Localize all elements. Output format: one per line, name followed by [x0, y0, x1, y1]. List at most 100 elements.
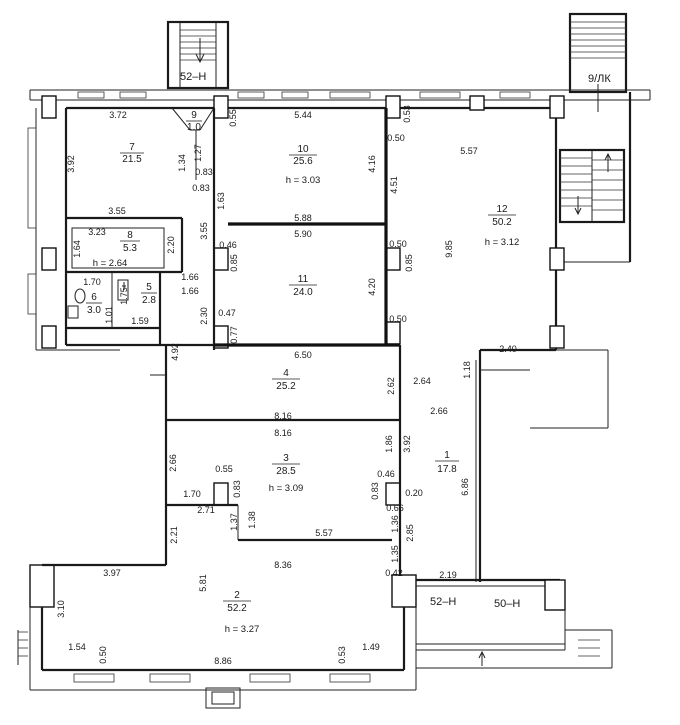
room-id: 10 — [297, 144, 309, 155]
room-10: 10 25.6 h = 3.03 — [286, 144, 321, 186]
dim: 0.77 — [229, 326, 239, 344]
room-6: 6 3.0 — [86, 292, 102, 316]
entrance-bottom — [416, 578, 613, 669]
room-id: 5 — [146, 282, 152, 293]
room-area: 5.3 — [123, 243, 137, 254]
dim: 5.88 — [294, 213, 312, 223]
room-2: 2 52.2 h = 3.27 — [223, 590, 259, 635]
dim: 0.85 — [404, 254, 414, 272]
dim: 6.86 — [460, 478, 470, 496]
dim: 5.57 — [460, 146, 478, 156]
dim: 2.20 — [166, 236, 176, 254]
stair-top — [166, 20, 230, 90]
room-5: 5 2.8 — [141, 282, 157, 306]
room-height: h = 3.03 — [286, 175, 321, 186]
dim: 3.23 — [88, 227, 106, 237]
dim: 1.54 — [68, 642, 86, 652]
dim: 0.47 — [218, 308, 236, 318]
room-area: 3.0 — [87, 305, 101, 316]
room-1: 1 17.8 — [435, 450, 459, 475]
dim: 0.83 — [192, 183, 210, 193]
dim: 1.66 — [181, 286, 199, 296]
dim: 5.81 — [198, 574, 208, 592]
dim: 4.92 — [170, 343, 180, 361]
dim: 1.35 — [390, 545, 400, 563]
room-area: 21.5 — [122, 154, 142, 165]
dim: 8.86 — [214, 656, 232, 666]
dim: 3.10 — [56, 600, 66, 618]
room-area: 24.0 — [293, 287, 313, 298]
dim: 3.92 — [402, 435, 412, 453]
dim: 0.83 — [370, 482, 380, 500]
dim: 2.21 — [169, 526, 179, 544]
dim: 2.85 — [405, 524, 415, 542]
dim: 0.53 — [337, 646, 347, 664]
room-id: 8 — [127, 230, 133, 241]
label-entrance-bottom-a: 52–Н — [430, 596, 456, 608]
room-3: 3 28.5 h = 3.09 — [269, 453, 304, 494]
dim: 0.46 — [219, 240, 237, 250]
dim: 1.75 — [119, 287, 129, 305]
dim: 1.34 — [177, 154, 187, 172]
dim: 6.50 — [294, 350, 312, 360]
dim: 3.72 — [109, 110, 127, 120]
room-id: 9 — [191, 110, 197, 121]
dim: 2.66 — [168, 454, 178, 472]
dim: 5.90 — [294, 229, 312, 239]
dim: 5.57 — [315, 528, 333, 538]
dim: 0.53 — [402, 105, 412, 123]
room-id: 6 — [91, 292, 97, 303]
dim: 1.36 — [390, 515, 400, 533]
dim: 5.44 — [294, 110, 312, 120]
room-id: 7 — [129, 142, 135, 153]
room-area: 52.2 — [227, 603, 247, 614]
dim: 3.55 — [108, 206, 126, 216]
room-12: 12 50.2 h = 3.12 — [485, 204, 520, 248]
dim: 2.66 — [430, 406, 448, 416]
dim: 0.42 — [385, 568, 403, 578]
piers — [29, 95, 565, 608]
room-area: 25.2 — [276, 381, 296, 392]
dim: 2.40 — [499, 344, 517, 354]
dim: 1.63 — [216, 192, 226, 210]
label-entrance-top: 52–Н — [180, 71, 206, 83]
dim: 4.20 — [367, 278, 377, 296]
dim: 4.51 — [389, 176, 399, 194]
label-entrance-bottom-b: 50–Н — [494, 598, 520, 610]
dim: 1.37 — [229, 513, 239, 531]
dim: 3.97 — [103, 568, 121, 578]
dim: 3.55 — [199, 222, 209, 240]
dim: 1.70 — [83, 277, 101, 287]
dim: 1.49 — [362, 642, 380, 652]
dim: 1.59 — [131, 316, 149, 326]
dim: 0.50 — [387, 133, 405, 143]
room-id: 2 — [234, 590, 240, 601]
room-8: 8 5.3 h = 2.64 — [93, 230, 140, 269]
room-height: h = 2.64 — [93, 258, 128, 269]
room-9: 9 1.0 — [186, 110, 202, 133]
dim: 0.85 — [229, 254, 239, 272]
dim: 0.66 — [386, 503, 404, 513]
room-id: 4 — [283, 368, 289, 379]
dim: 1.86 — [384, 435, 394, 453]
dim: 0.20 — [405, 488, 423, 498]
dim: 0.55 — [228, 109, 238, 127]
label-entrance-right: 9/ЛК — [588, 73, 611, 85]
room-id: 3 — [283, 453, 289, 464]
room-height: h = 3.09 — [269, 483, 304, 494]
room-7: 7 21.5 — [120, 142, 144, 165]
dim: 9.85 — [444, 240, 454, 258]
exterior-left-wall — [27, 108, 120, 351]
room-area: 50.2 — [492, 217, 512, 228]
dim: 1.64 — [72, 240, 82, 258]
dim: 2.19 — [439, 570, 457, 580]
room-area: 28.5 — [276, 466, 296, 477]
dim: 0.50 — [389, 239, 407, 249]
room-id: 1 — [444, 450, 450, 461]
dim: 0.46 — [377, 469, 395, 479]
room-area: 1.0 — [187, 122, 201, 133]
dim: 8.16 — [274, 428, 292, 438]
room-height: h = 3.27 — [225, 624, 260, 635]
rooms-10-11 — [214, 108, 400, 347]
